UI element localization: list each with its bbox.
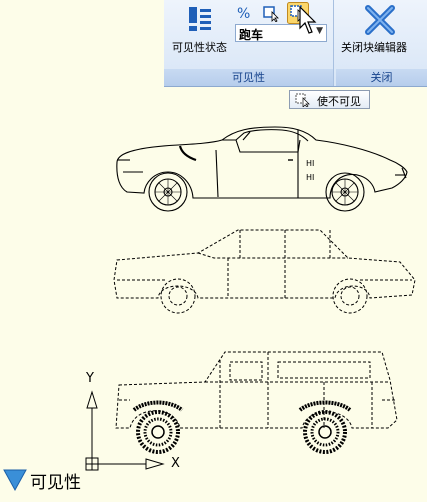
make-invisible-small-icon <box>295 93 310 107</box>
visibility-state-button[interactable]: 可见性状态 <box>167 3 233 57</box>
visibility-panel: 可见性状态 % 跑车 ▼ 可见性 <box>164 0 334 86</box>
ucs-axes <box>85 390 165 471</box>
chevron-down-icon: ▼ <box>316 26 323 36</box>
tooltip-label: 使不可见 <box>317 95 361 108</box>
visibility-parameter-grip <box>3 469 27 492</box>
svg-text:HI: HI <box>306 173 314 182</box>
visibility-state-label: 可见性状态 <box>172 41 227 54</box>
mouse-cursor-icon <box>299 6 317 34</box>
visibility-panel-title: 可见性 <box>164 69 333 86</box>
close-block-editor-button[interactable]: 关闭块编辑器 <box>338 3 424 57</box>
close-block-editor-label: 关闭块编辑器 <box>341 41 407 54</box>
visibility-parameter-label: 可见性 <box>30 473 81 493</box>
sports-car-block: HI HI <box>116 126 408 212</box>
ucs-x-label: X <box>171 456 180 471</box>
ucs-y-label: Y <box>86 371 94 386</box>
svg-text:%: % <box>237 6 250 22</box>
visibility-state-value: 跑车 <box>239 28 264 42</box>
close-panel: 关闭块编辑器 关闭 <box>336 0 427 86</box>
suv-tires <box>132 400 352 454</box>
make-invisible-tooltip[interactable]: 使不可见 <box>289 90 370 109</box>
toggle-visibility-mode-icon[interactable]: % <box>236 4 254 22</box>
visibility-state-select[interactable]: 跑车 ▼ <box>235 24 327 42</box>
svg-text:HI: HI <box>306 159 314 168</box>
sedan-block <box>113 229 416 314</box>
visibility-state-icon <box>189 7 211 31</box>
close-panel-title: 关闭 <box>336 69 427 86</box>
close-x-icon <box>365 5 395 35</box>
suv-block <box>115 351 398 429</box>
ribbon: 可见性状态 % 跑车 ▼ 可见性 关闭块编辑器 关闭 <box>164 0 427 87</box>
make-visible-icon[interactable] <box>262 4 280 22</box>
